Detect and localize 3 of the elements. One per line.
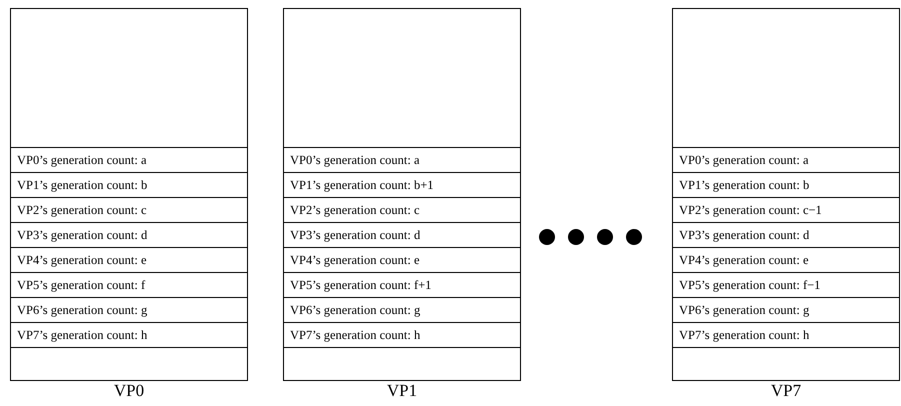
column-label: VP7	[770, 381, 802, 401]
column-label: VP1	[386, 381, 418, 401]
column-label: VP0	[112, 381, 146, 401]
